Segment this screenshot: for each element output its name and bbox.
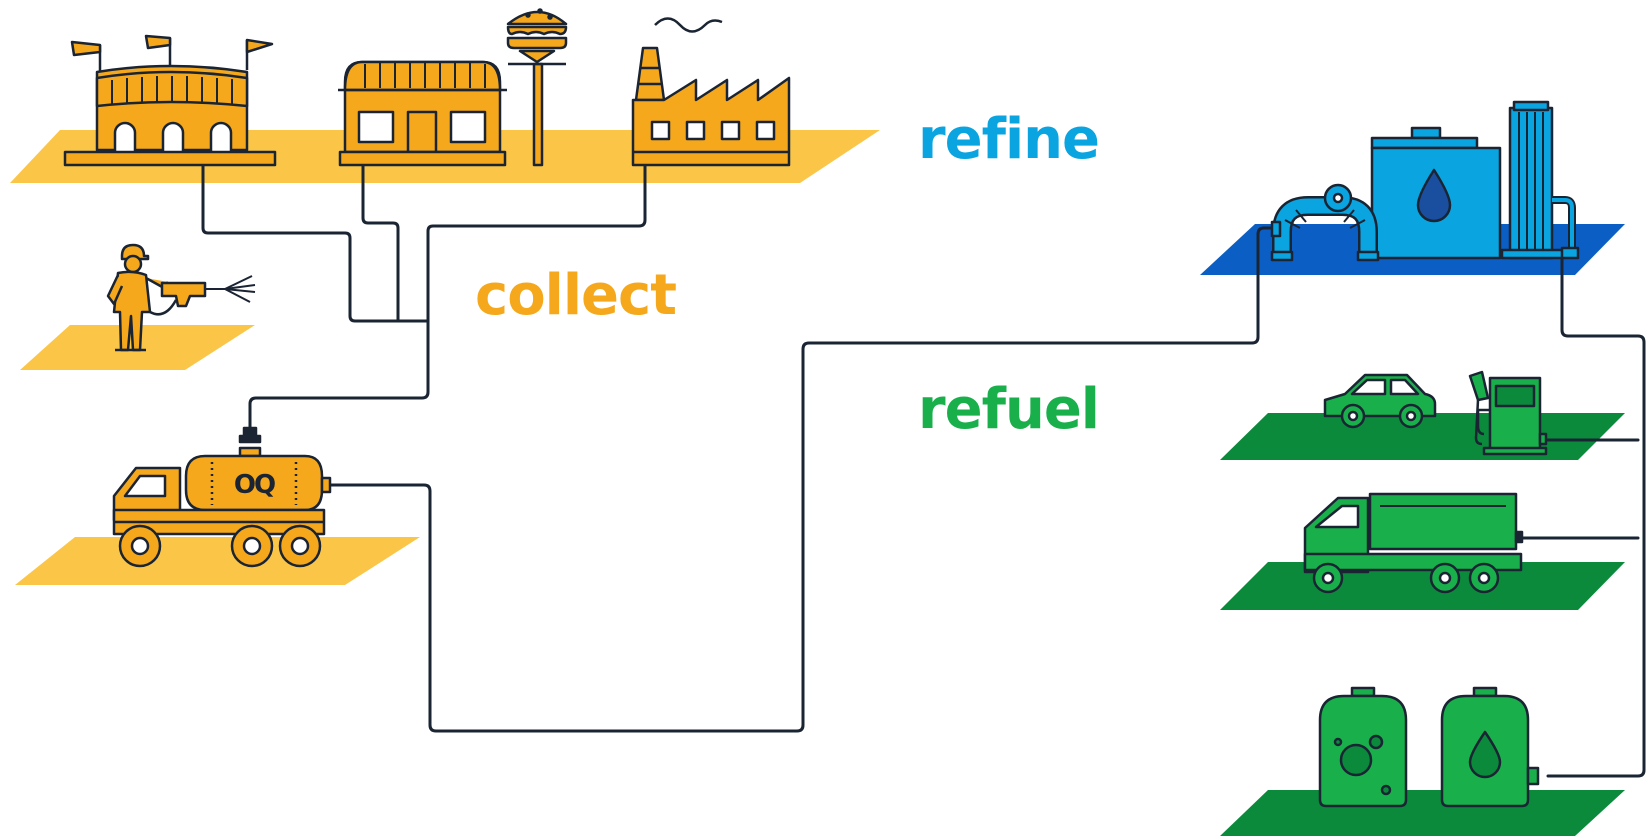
collect-platform-tanker (15, 537, 420, 585)
factory-icon (633, 19, 789, 166)
shop-icon (338, 62, 507, 165)
stage-label-collect: collect (475, 268, 676, 324)
stadium-icon (65, 36, 275, 165)
refuel-platform-tanks (1220, 790, 1625, 836)
tanker-logo: OQ (234, 470, 275, 500)
stage-label-refuel: refuel (918, 382, 1099, 438)
storage-tanks-icon (1320, 688, 1538, 806)
stage-label-refine: refine (918, 112, 1099, 168)
